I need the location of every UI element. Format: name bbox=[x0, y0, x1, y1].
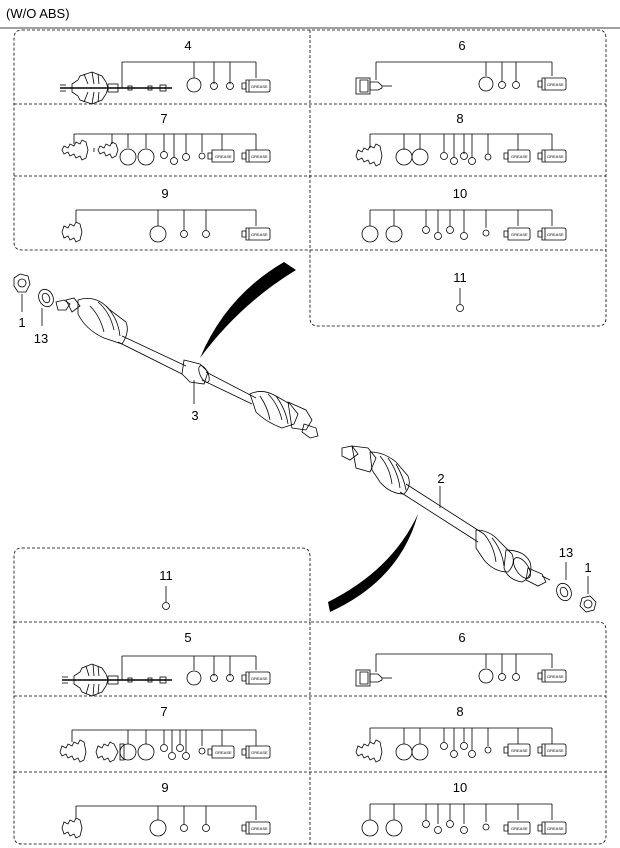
kit-9-group bbox=[61, 805, 271, 839]
grease-label: GREASE bbox=[251, 232, 268, 237]
grease-label: GREASE bbox=[547, 826, 564, 831]
kit-8-group bbox=[355, 727, 567, 763]
callout-kit-4: 4 bbox=[184, 38, 191, 53]
diagram-header: (W/O ABS) bbox=[6, 6, 70, 21]
callout-nut-left: 1 bbox=[18, 315, 25, 330]
kit-6-group bbox=[355, 653, 567, 687]
grease-label: GREASE bbox=[547, 748, 564, 753]
callout-washer-left: 13 bbox=[34, 331, 48, 346]
grease-label: GREASE bbox=[511, 154, 528, 159]
grease-label: GREASE bbox=[215, 154, 232, 159]
kit-9-group bbox=[61, 209, 271, 243]
kit-11-group bbox=[456, 288, 464, 312]
callout-kit-9: 9 bbox=[161, 186, 168, 201]
grease-label: GREASE bbox=[251, 750, 268, 755]
grease-tube-icon bbox=[241, 821, 271, 835]
grease-tube-icon bbox=[241, 227, 271, 241]
callout-kit-8: 8 bbox=[456, 704, 463, 719]
callout-kit-11: 11 bbox=[159, 568, 173, 583]
grease-tube-icon bbox=[537, 821, 567, 835]
grease-tube-icon bbox=[503, 227, 531, 241]
grease-tube-icon bbox=[207, 745, 235, 759]
drive-shaft-lower bbox=[341, 445, 551, 587]
grease-label: GREASE bbox=[511, 826, 528, 831]
callout-nut-right: 1 bbox=[584, 560, 591, 575]
kit-8-group bbox=[355, 133, 567, 167]
grease-label: GREASE bbox=[215, 750, 232, 755]
kit-10-group bbox=[361, 209, 567, 243]
drive-shaft-upper bbox=[55, 297, 319, 439]
grease-tube-icon bbox=[537, 149, 567, 163]
boot-icon bbox=[61, 139, 119, 161]
grease-label: GREASE bbox=[251, 676, 268, 681]
kit-5-group bbox=[62, 655, 271, 697]
callout-kit-8: 8 bbox=[456, 111, 463, 126]
grease-tube-icon bbox=[503, 743, 531, 757]
boot-icon bbox=[61, 817, 83, 839]
pointer-wedge-lower bbox=[328, 514, 418, 612]
shaft-assembly-icon bbox=[60, 71, 172, 105]
grease-tube-icon bbox=[241, 79, 271, 93]
grease-label: GREASE bbox=[547, 232, 564, 237]
top-kit-frame bbox=[13, 29, 607, 327]
pointer-wedge-upper bbox=[200, 262, 296, 358]
boot-icon bbox=[355, 739, 383, 763]
grease-label: GREASE bbox=[547, 674, 564, 679]
kit-10-group bbox=[361, 803, 567, 837]
grease-tube-icon bbox=[207, 149, 235, 163]
boot-icon bbox=[59, 739, 125, 763]
callout-shaft-upper: 3 bbox=[191, 408, 198, 423]
grease-label: GREASE bbox=[251, 826, 268, 831]
grease-tube-icon bbox=[241, 149, 271, 163]
washer-right bbox=[556, 562, 572, 602]
kit-7-group bbox=[59, 729, 271, 763]
callout-kit-6: 6 bbox=[458, 630, 465, 645]
outer-joint-icon bbox=[355, 77, 392, 95]
grease-tube-icon bbox=[503, 149, 531, 163]
lock-nut-right bbox=[579, 576, 597, 613]
callout-kit-5: 5 bbox=[184, 630, 191, 645]
callout-kit-11: 11 bbox=[453, 270, 467, 285]
callout-washer-right: 13 bbox=[559, 545, 573, 560]
callout-kit-7: 7 bbox=[160, 704, 167, 719]
callout-kit-9: 9 bbox=[161, 780, 168, 795]
grease-tube-icon bbox=[241, 745, 271, 759]
kit-4-group bbox=[60, 61, 271, 105]
grease-label: GREASE bbox=[547, 154, 564, 159]
callout-kit-10: 10 bbox=[453, 780, 467, 795]
grease-label: GREASE bbox=[511, 748, 528, 753]
grease-tube-icon bbox=[537, 669, 567, 683]
callout-kit-6: 6 bbox=[458, 38, 465, 53]
callout-kit-10: 10 bbox=[453, 186, 467, 201]
shaft-assembly-icon bbox=[62, 663, 172, 697]
grease-label: GREASE bbox=[511, 232, 528, 237]
grease-label: GREASE bbox=[251, 154, 268, 159]
boot-icon bbox=[61, 221, 83, 243]
kit-6-group bbox=[355, 61, 567, 95]
boot-icon bbox=[355, 143, 383, 167]
grease-tube-icon bbox=[241, 671, 271, 685]
grease-tube-icon bbox=[537, 743, 567, 757]
kit-7-group bbox=[61, 133, 271, 166]
callout-kit-7: 7 bbox=[160, 111, 167, 126]
lock-nut-left bbox=[13, 273, 31, 312]
grease-tube-icon bbox=[537, 77, 567, 91]
grease-label: GREASE bbox=[251, 84, 268, 89]
grease-tube-icon bbox=[503, 821, 531, 835]
washer-left bbox=[38, 288, 54, 326]
grease-tube-icon bbox=[537, 227, 567, 241]
callout-shaft-lower: 2 bbox=[437, 471, 444, 486]
outer-joint-icon bbox=[355, 669, 392, 687]
bottom-kit-frame bbox=[13, 547, 607, 845]
kit-11-group bbox=[162, 586, 170, 610]
grease-label: GREASE bbox=[547, 82, 564, 87]
